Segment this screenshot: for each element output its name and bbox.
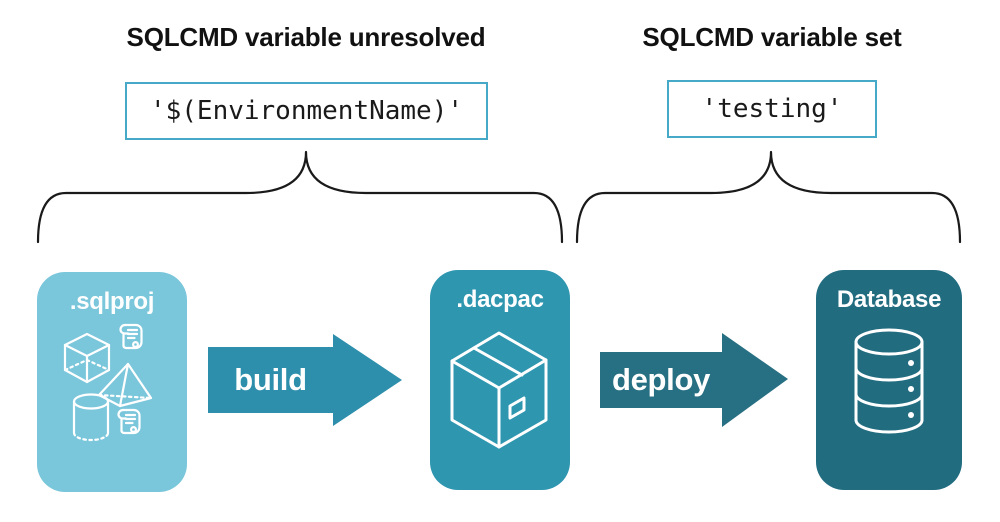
left-curly-brace [36, 150, 564, 244]
pyramid-icon [97, 362, 153, 408]
scroll-icon [117, 408, 141, 435]
database-node: Database [816, 270, 962, 490]
database-label: Database [836, 286, 942, 313]
heading-variable-unresolved: SQLCMD variable unresolved [126, 22, 486, 52]
unresolved-variable-value: '$(EnvironmentName)' [149, 96, 464, 126]
heading-variable-set: SQLCMD variable set [642, 22, 902, 52]
set-variable-box: 'testing' [667, 80, 877, 138]
sqlproj-node: .sqlproj [37, 272, 187, 492]
scroll-icon [119, 323, 143, 350]
right-curly-brace [575, 150, 962, 244]
deploy-arrow-label: deploy [611, 362, 711, 397]
cube-icon [63, 332, 111, 384]
build-arrow [208, 334, 402, 426]
package-box-icon [450, 331, 548, 449]
cylinder-icon [72, 393, 110, 442]
dacpac-node: .dacpac [430, 270, 570, 490]
sqlproj-label: .sqlproj [69, 288, 155, 315]
deploy-arrow [600, 333, 788, 427]
set-variable-value: 'testing' [701, 94, 843, 124]
build-arrow-label: build [234, 362, 307, 397]
dacpac-label: .dacpac [456, 286, 544, 313]
database-cylinder-icon [854, 328, 924, 434]
unresolved-variable-box: '$(EnvironmentName)' [125, 82, 488, 140]
